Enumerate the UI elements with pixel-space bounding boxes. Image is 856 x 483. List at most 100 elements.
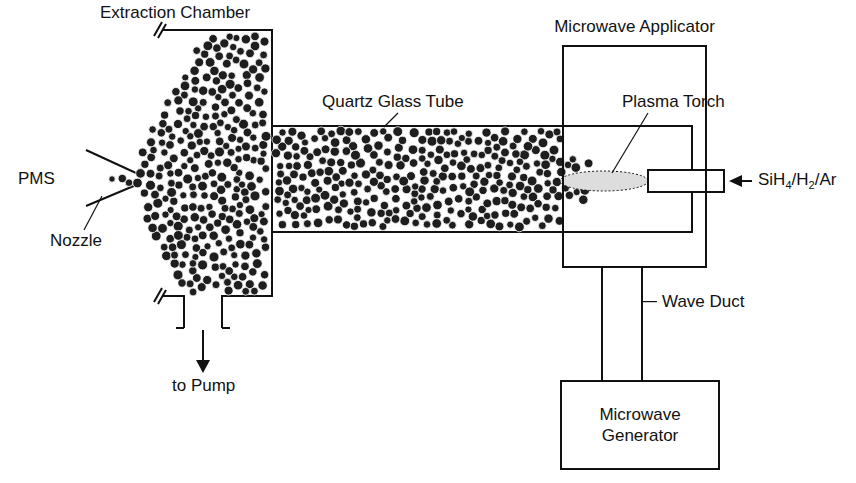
particle: [383, 148, 391, 156]
particle: [345, 178, 354, 187]
particle: [482, 128, 491, 137]
particle: [465, 130, 472, 137]
particle: [271, 149, 280, 158]
particle: [138, 148, 147, 157]
particle: [250, 191, 260, 201]
particle: [380, 128, 387, 135]
particle: [541, 160, 551, 170]
particle: [210, 180, 218, 188]
particle: [370, 129, 379, 138]
particle: [251, 144, 259, 152]
particle: [458, 134, 465, 141]
particle: [282, 199, 289, 206]
particle: [185, 107, 193, 115]
particle: [204, 160, 213, 169]
particle: [553, 128, 561, 136]
particle: [199, 216, 208, 225]
particle: [513, 166, 521, 174]
particle: [190, 191, 198, 199]
particle: [486, 219, 496, 229]
particle: [193, 151, 201, 159]
particle: [185, 226, 193, 234]
particle: [242, 196, 250, 204]
particle: [449, 183, 458, 192]
particle: [425, 128, 433, 136]
particle: [524, 186, 532, 194]
particle: [236, 201, 243, 208]
particle: [495, 164, 503, 172]
particle: [160, 243, 168, 251]
particle: [243, 79, 252, 88]
particle: [261, 243, 269, 251]
particle: [579, 195, 588, 204]
particle: [146, 180, 156, 190]
particle: [275, 186, 285, 196]
particle: [420, 176, 429, 185]
duct-walls: [602, 268, 642, 380]
particle: [203, 138, 210, 145]
particle: [228, 244, 236, 252]
particle: [478, 151, 486, 159]
particle: [155, 172, 163, 180]
particle: [212, 77, 220, 85]
particle: [362, 199, 369, 206]
particle: [292, 143, 300, 151]
particle: [274, 196, 282, 204]
particle: [211, 103, 219, 111]
particle: [439, 187, 447, 195]
particle: [441, 164, 450, 173]
particle: [245, 171, 255, 181]
particle: [369, 177, 378, 186]
particle: [276, 210, 283, 217]
particle: [260, 51, 268, 59]
particle: [545, 130, 554, 139]
particle: [189, 260, 197, 268]
particle: [151, 190, 160, 199]
particle: [194, 174, 201, 181]
particle: [354, 128, 362, 136]
particle: [245, 240, 254, 249]
particle: [224, 181, 232, 189]
particle: [549, 145, 559, 155]
particle: [175, 181, 183, 189]
particle: [189, 203, 198, 212]
particle: [162, 211, 169, 218]
particle: [238, 181, 245, 188]
particle: [299, 173, 307, 181]
particle: [218, 196, 227, 205]
particle: [443, 151, 451, 159]
particle: [251, 287, 259, 295]
particle: [361, 170, 370, 179]
particle: [167, 170, 174, 177]
particle: [483, 212, 491, 220]
particle: [517, 203, 526, 212]
particle: [534, 184, 544, 194]
particle: [189, 288, 197, 296]
particle: [213, 44, 222, 53]
particle: [412, 183, 419, 190]
particle: [501, 127, 510, 136]
particle: [342, 147, 351, 156]
particle: [233, 34, 240, 41]
particle: [230, 126, 238, 134]
particle: [454, 195, 463, 204]
particle: [210, 192, 219, 201]
particle: [235, 99, 244, 108]
particle: [260, 236, 267, 243]
particle: [251, 32, 260, 41]
particle: [491, 211, 499, 219]
particle: [150, 146, 158, 154]
particle: [182, 251, 190, 259]
particle: [432, 219, 442, 229]
particle: [147, 153, 156, 162]
particle: [198, 181, 208, 191]
particle: [368, 219, 376, 227]
particle: [202, 113, 210, 121]
particle: [189, 183, 197, 191]
particle: [179, 261, 187, 269]
particle: [222, 59, 231, 68]
pump-arrow: [202, 330, 204, 362]
particle: [510, 209, 519, 218]
particle: [512, 150, 520, 158]
